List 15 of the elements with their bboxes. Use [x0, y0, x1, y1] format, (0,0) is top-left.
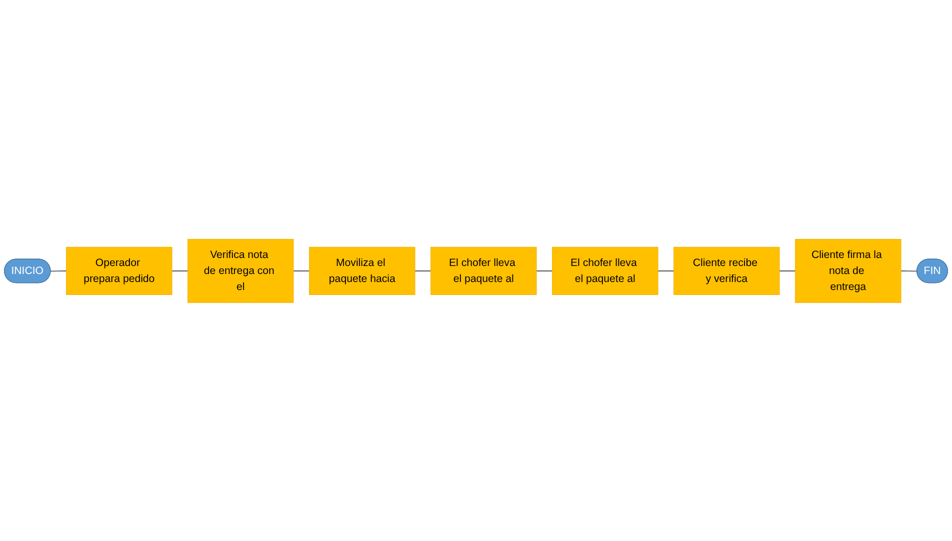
connector: [900, 270, 918, 272]
node-box: Verifica nota de entrega con el: [188, 238, 294, 302]
node-box: Cliente recibe y verifica: [674, 246, 780, 295]
node-box: El chofer lleva el paquete al: [552, 246, 658, 295]
connector: [172, 270, 188, 271]
node-box: El chofer lleva el paquete al: [430, 246, 537, 295]
connector: [779, 270, 796, 271]
node-box: Cliente firma la nota de entrega: [795, 238, 902, 302]
connector: [293, 270, 310, 271]
node-box: Moviliza el paquete hacia: [309, 246, 416, 295]
connector: [536, 270, 553, 271]
connector: [658, 270, 674, 271]
connector: [50, 270, 67, 272]
connector: [414, 270, 432, 271]
node-box: Operador prepara pedido: [66, 246, 172, 295]
